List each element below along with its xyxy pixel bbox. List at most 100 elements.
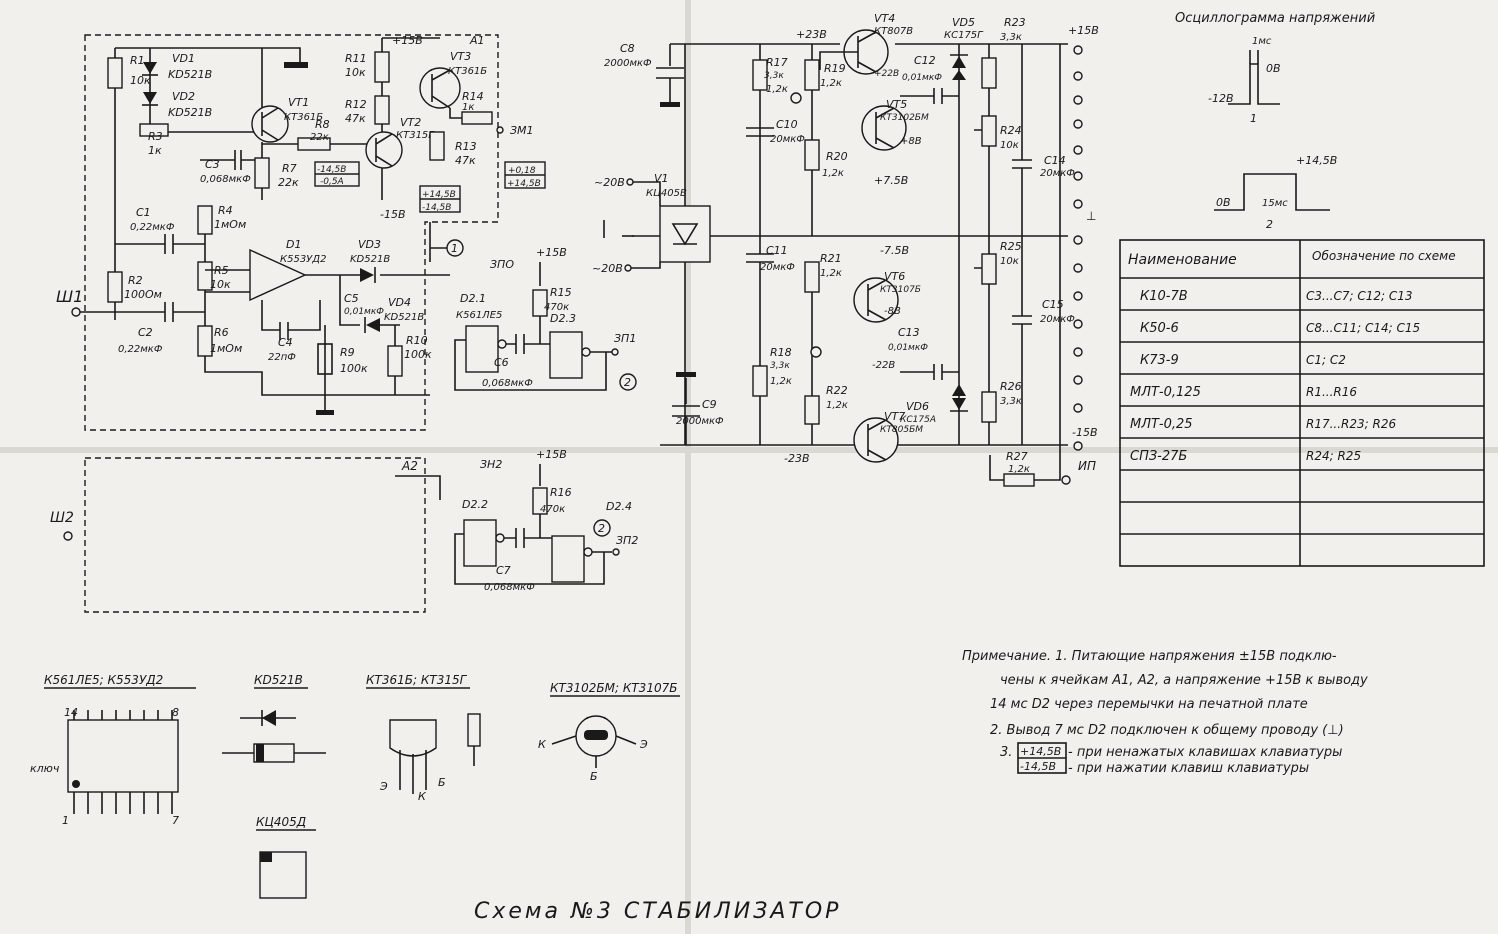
component-label: R1 <box>130 54 145 67</box>
logic-section: ЗПО +15В R15 470к D2.1 К561ЛЕ5 D2.3 C6 0… <box>454 246 638 593</box>
transistor-vt1 <box>251 105 289 143</box>
component-label: C9 <box>702 398 717 411</box>
component-label: 3,3к <box>764 71 784 81</box>
component-label: С3...С7; С12; С13 <box>1306 289 1412 303</box>
component-label: МЛТ-0,25 <box>1130 417 1193 432</box>
waveform-1 <box>1228 63 1280 105</box>
component-label: C6 <box>494 356 509 369</box>
component-label: 2 <box>598 522 605 535</box>
component-label: VT5 <box>886 98 907 111</box>
component-label: 100к <box>404 348 432 361</box>
component-label: КТ361Б <box>284 112 323 123</box>
component-label: 1мОм <box>214 218 246 231</box>
component-label: 1мс <box>1252 36 1272 47</box>
component-label: R6 <box>214 326 229 339</box>
bridge-title: КЦ405Д <box>256 815 306 829</box>
component-label: КТ3102БМ <box>880 113 929 123</box>
component-label: R24; R25 <box>1306 449 1361 463</box>
component-label: 1 <box>451 242 458 255</box>
component-label: +14,5В <box>1296 154 1337 167</box>
component-label: 2 <box>1266 218 1273 231</box>
component-label: 47к <box>345 112 366 125</box>
component-label: 0,01мкФ <box>888 343 928 353</box>
component-label: KD521B <box>168 68 212 81</box>
transistor-vt7 <box>853 417 899 463</box>
component-label: R17...R23; R26 <box>1306 417 1396 431</box>
resistor-r18 <box>752 365 768 397</box>
component-label: KD521B <box>350 254 390 265</box>
component-label: 0В <box>1266 62 1281 75</box>
component-label: 14 мс D2 через перемычки на печатной пла… <box>990 697 1308 712</box>
component-label: А2 <box>401 459 418 473</box>
component-label: 1,2к <box>822 168 844 179</box>
resistor-r12 <box>374 95 390 125</box>
diode-title: КD521В <box>254 673 303 687</box>
component-label: 3,3к <box>1000 32 1022 43</box>
component-label: C11 <box>766 244 788 257</box>
trimmer-r25 <box>981 253 997 285</box>
component-label: R20 <box>826 150 848 163</box>
component-label: -23В <box>784 452 810 465</box>
component-label: 22к <box>310 132 329 143</box>
resistor-r3 <box>139 123 169 137</box>
component-label: C15 <box>1042 298 1064 311</box>
component-label: 1,2к <box>1008 464 1030 475</box>
component-label: 1,2к <box>820 268 842 279</box>
component-label: К73-9 <box>1140 353 1179 368</box>
component-label: +0,18 <box>508 166 536 176</box>
component-label: КТ361Б <box>448 66 487 77</box>
component-label: 0,068мкФ <box>484 582 535 593</box>
component-label: Б <box>438 776 446 789</box>
transistor-vt5 <box>861 105 907 151</box>
component-label: C4 <box>278 336 293 349</box>
component-label: К10-7В <box>1140 289 1188 304</box>
diode-vd3 <box>360 268 374 282</box>
notes-block: Примечание. 1. Питающие напряжения ±15В … <box>962 649 1368 776</box>
component-label: 10к <box>345 66 366 79</box>
component-label: ЗМ1 <box>510 124 534 137</box>
component-label: 0,01мкФ <box>344 307 384 317</box>
component-label: 2000мкФ <box>676 416 724 427</box>
component-label: СПЗ-27Б <box>1130 449 1187 464</box>
component-label: 0,22мкФ <box>118 344 163 355</box>
chip-pins <box>73 710 173 814</box>
component-label: C12 <box>914 54 936 67</box>
component-label: D2.1 <box>460 292 486 305</box>
component-label: 0,068мкФ <box>482 378 533 389</box>
resistor-r22 <box>804 395 820 425</box>
gate-d21 <box>465 325 499 373</box>
component-label: КТ807В <box>874 26 913 37</box>
component-label: C2 <box>138 326 153 339</box>
component-label: 1мОм <box>210 342 242 355</box>
table-header-name: Наименование <box>1128 252 1237 268</box>
component-label: Ш1 <box>56 287 83 306</box>
chip-title: К561ЛЕ5; К553УД2 <box>44 673 163 687</box>
transistor-vt2 <box>365 131 403 169</box>
component-label: 0В <box>1216 196 1231 209</box>
component-label: КС175А <box>900 415 936 425</box>
component-label: VD3 <box>358 238 381 251</box>
component-label: - при нажатии клавиш клавиатуры <box>1068 761 1309 776</box>
component-label: 1 <box>62 814 69 827</box>
component-label: -8В <box>884 306 901 317</box>
transistor2-title: КТ3102БМ; КТ3107Б <box>550 681 677 695</box>
component-label: R14 <box>462 90 484 103</box>
component-label: Б <box>590 770 598 783</box>
component-label: МЛТ-0,125 <box>1130 385 1201 400</box>
component-label: К561ЛЕ5 <box>456 310 502 321</box>
component-label: R22 <box>826 384 848 397</box>
component-label: -14,5В <box>422 203 451 213</box>
component-label: К <box>418 790 427 803</box>
component-label: 1 <box>1250 112 1257 125</box>
trimmer-r24 <box>981 115 997 147</box>
component-label: КЦ405В <box>646 188 687 199</box>
component-label: D2.3 <box>550 312 576 325</box>
component-label: К50-6 <box>1140 321 1179 336</box>
component-label: ~20В <box>592 262 623 275</box>
component-label: - при ненажатых клавишах клавиатуры <box>1068 745 1342 760</box>
component-label: 3. <box>1000 745 1012 760</box>
component-label: R4 <box>218 204 233 217</box>
component-label: КС175Г <box>944 30 984 41</box>
component-label: R24 <box>1000 124 1022 137</box>
